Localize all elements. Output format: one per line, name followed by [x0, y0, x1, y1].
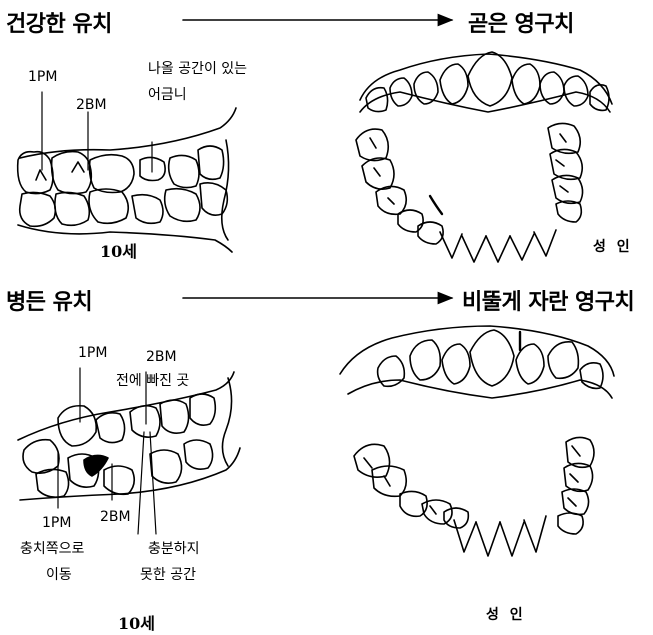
label-insufficient-line2: 못한 공간	[140, 566, 196, 584]
label-space-molar-line1: 나올 공간이 있는	[148, 60, 247, 78]
label-moved-line1: 충치쪽으로	[20, 540, 84, 558]
age-label-bottom: 10세	[118, 610, 155, 634]
label-1pm-top: 1PM	[78, 344, 107, 362]
label-2bm-bottom: 2BM	[100, 508, 131, 526]
healthy-baby-teeth-title: 건강한 유치	[6, 6, 112, 38]
adult-label-bottom: 성 인	[486, 604, 526, 624]
adult-label-top: 성 인	[593, 236, 633, 256]
label-lost-before: 전에 빠진 곳	[116, 372, 189, 390]
label-1pm-bottom: 1PM	[42, 514, 71, 532]
diseased-baby-teeth-title: 병든 유치	[6, 284, 92, 316]
label-moved-line2: 이동	[46, 566, 72, 584]
label-insufficient-line1: 충분하지	[148, 540, 200, 558]
diseased-baby-teeth-drawing	[18, 372, 240, 500]
straight-permanent-teeth-title: 곧은 영구치	[468, 6, 574, 38]
healthy-baby-teeth-drawing	[18, 108, 236, 252]
straight-permanent-teeth-drawing	[356, 52, 612, 262]
label-space-molar-line2: 어금니	[148, 86, 187, 104]
label-2bm-top: 2BM	[146, 348, 177, 366]
crooked-permanent-teeth-title: 비뚤게 자란 영구치	[462, 284, 634, 316]
age-label-top: 10세	[100, 238, 137, 262]
label-2bm: 2BM	[76, 96, 107, 114]
label-1pm: 1PM	[28, 68, 57, 86]
crooked-permanent-teeth-drawing	[340, 326, 614, 556]
